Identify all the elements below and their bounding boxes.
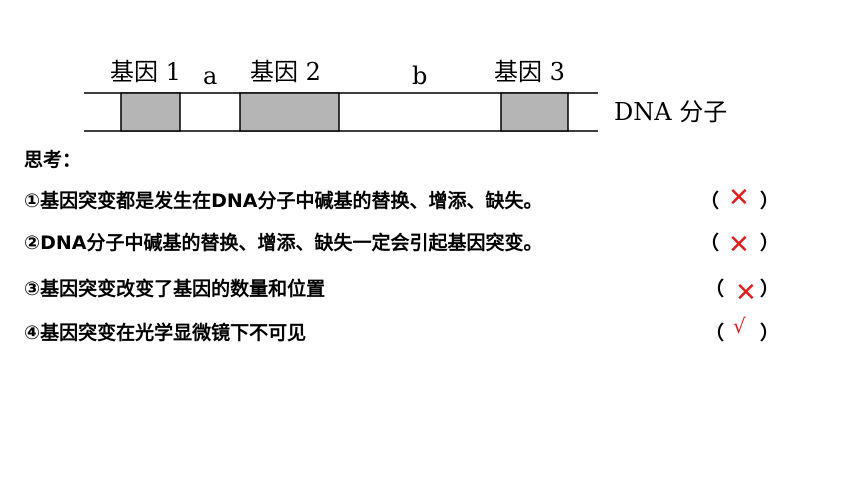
question-4-check-mark: √ bbox=[733, 314, 746, 338]
question-1: ①基因突变都是发生在DNA分子中碱基的替换、增添、缺失。 bbox=[24, 190, 543, 212]
question-3-cross-mark: ✕ bbox=[735, 278, 757, 308]
gene-3-segment bbox=[500, 92, 569, 132]
question-1-open-paren: （ bbox=[700, 190, 720, 212]
gene-1-segment bbox=[120, 92, 181, 132]
question-4-open-paren: （ bbox=[705, 322, 725, 344]
gene-2-segment bbox=[239, 92, 340, 132]
dna-molecule-label: DNA 分子 bbox=[614, 98, 728, 126]
question-2-close-paren: ） bbox=[760, 232, 780, 254]
question-1-cross-mark: ✕ bbox=[728, 183, 750, 213]
thinking-heading: 思考： bbox=[24, 149, 82, 171]
region-a-label: a bbox=[203, 62, 218, 90]
question-2-open-paren: （ bbox=[700, 232, 720, 254]
region-b-label: b bbox=[412, 62, 428, 90]
gene-1-label: 基因 1 bbox=[110, 58, 181, 86]
question-4-close-paren: ） bbox=[760, 322, 780, 344]
question-2-cross-mark: ✕ bbox=[728, 230, 750, 260]
gene-3-label: 基因 3 bbox=[494, 58, 565, 86]
dna-diagram: 基因 1 a 基因 2 b 基因 3 DNA 分子 bbox=[0, 0, 860, 150]
dna-strand bbox=[84, 92, 598, 132]
gene-2-label: 基因 2 bbox=[250, 58, 321, 86]
question-3-close-paren: ） bbox=[760, 278, 780, 300]
question-3: ③基因突变改变了基因的数量和位置 bbox=[24, 278, 326, 300]
question-4: ④基因突变在光学显微镜下不可见 bbox=[24, 322, 307, 344]
question-1-close-paren: ） bbox=[760, 190, 780, 212]
question-3-open-paren: （ bbox=[705, 278, 725, 300]
question-2: ②DNA分子中碱基的替换、增添、缺失一定会引起基因突变。 bbox=[24, 232, 543, 254]
